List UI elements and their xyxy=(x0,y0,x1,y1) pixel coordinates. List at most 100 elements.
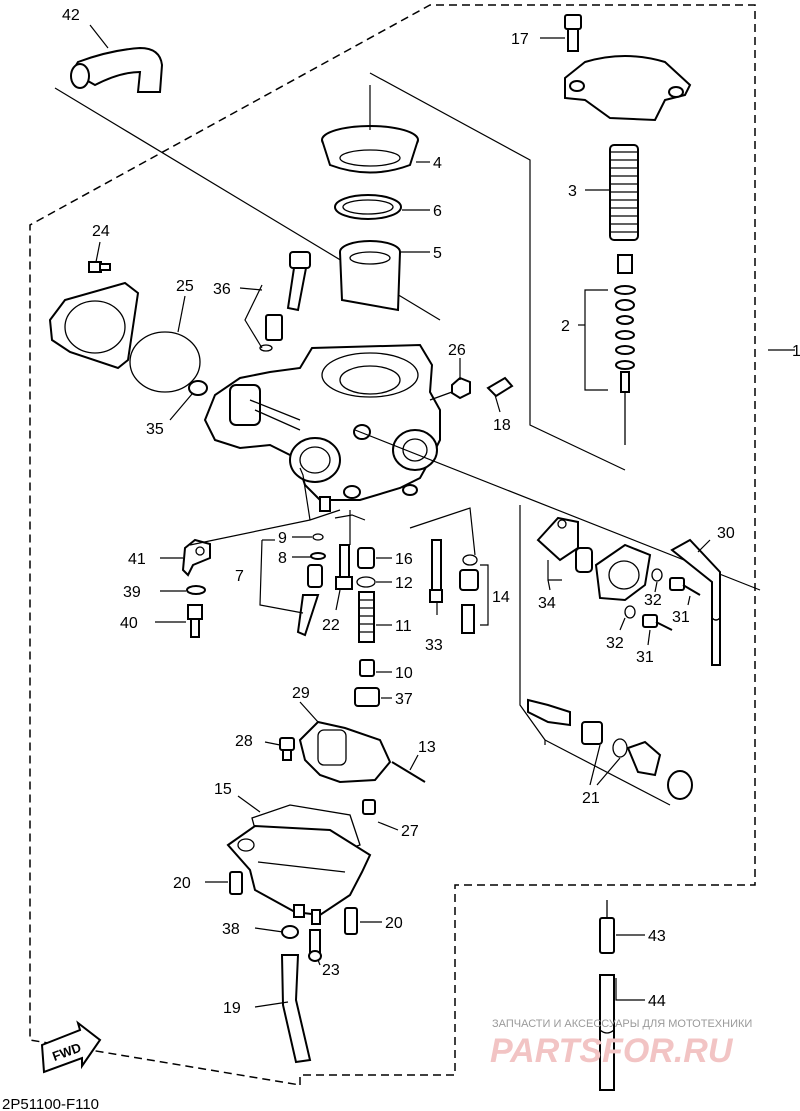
label-25: 25 xyxy=(176,278,194,295)
part-33-pin xyxy=(429,539,443,603)
part-18-screw xyxy=(486,376,514,398)
label-34: 34 xyxy=(538,595,556,612)
part-14-float-valve xyxy=(459,554,479,634)
part-8-washer xyxy=(310,552,326,560)
label-40: 40 xyxy=(120,615,138,632)
label-14: 14 xyxy=(492,589,510,606)
part-39-washer xyxy=(186,585,206,595)
part-9-o-ring xyxy=(312,533,324,541)
part-24-screw xyxy=(88,261,111,273)
label-29: 29 xyxy=(292,685,310,702)
part-2-needle-set xyxy=(614,254,636,445)
label-37: 37 xyxy=(395,691,413,708)
part-27-screw xyxy=(362,799,376,815)
label-19: 19 xyxy=(223,1000,241,1017)
part-20-screw-b xyxy=(344,907,358,935)
part-42-hose xyxy=(70,46,164,93)
label-16: 16 xyxy=(395,551,413,568)
part-4-diaphragm xyxy=(321,125,419,174)
label-44: 44 xyxy=(648,993,666,1010)
label-9: 9 xyxy=(278,530,287,547)
cover-plate xyxy=(48,281,140,370)
part-30-hose xyxy=(670,538,721,666)
label-18: 18 xyxy=(493,417,511,434)
label-2: 2 xyxy=(561,318,570,335)
part-41-bracket xyxy=(181,538,211,577)
part-32-washer-a xyxy=(651,568,663,582)
diagram-code: 2P51100-F110 xyxy=(2,1096,99,1111)
part-26-nut xyxy=(451,376,471,400)
label-35: 35 xyxy=(146,421,164,438)
fwd-arrow-icon: FWD xyxy=(40,1020,102,1074)
label-28: 28 xyxy=(235,733,253,750)
watermark-line2: PARTSFOR.RU xyxy=(490,1032,734,1070)
label-8: 8 xyxy=(278,550,287,567)
carburetor-body xyxy=(203,343,441,512)
label-3: 3 xyxy=(568,183,577,200)
diaphragm-cover xyxy=(594,543,652,602)
label-11: 11 xyxy=(395,618,412,635)
label-27: 27 xyxy=(401,823,419,840)
part-29-float xyxy=(298,720,392,784)
label-38: 38 xyxy=(222,921,240,938)
part-25-gasket xyxy=(129,331,201,393)
label-10: 10 xyxy=(395,665,413,682)
label-7: 7 xyxy=(235,568,244,585)
part-7-pilot-screw xyxy=(296,564,323,637)
label-6: 6 xyxy=(433,203,442,220)
part-20-screw-a xyxy=(229,871,243,895)
part-32-washer-b xyxy=(624,605,636,619)
part-5-piston-valve xyxy=(339,240,401,312)
top-cover xyxy=(564,55,692,122)
part-40-valve xyxy=(187,604,203,638)
part-44-hose xyxy=(599,974,615,1091)
label-32a: 32 xyxy=(644,592,662,609)
part-22-jet xyxy=(335,544,353,590)
label-31a: 31 xyxy=(672,609,690,626)
part-11-needle-jet xyxy=(358,591,375,643)
label-15: 15 xyxy=(214,781,232,798)
label-12: 12 xyxy=(395,575,413,592)
part-37-cap xyxy=(354,687,380,707)
label-30: 30 xyxy=(717,525,735,542)
label-36: 36 xyxy=(213,281,231,298)
part-21-adjuster xyxy=(527,698,693,800)
part-3-spring xyxy=(609,144,639,241)
label-31b: 31 xyxy=(636,649,654,666)
float-bowl xyxy=(226,824,372,925)
label-21: 21 xyxy=(582,790,600,807)
part-10-main-jet xyxy=(359,659,375,677)
part-17-screw xyxy=(564,14,582,52)
label-5: 5 xyxy=(433,245,442,262)
part-43-fitting xyxy=(599,900,615,954)
label-23: 23 xyxy=(322,962,340,979)
part-36-screw-spring xyxy=(259,251,311,352)
part-6-ring xyxy=(334,194,402,220)
label-33: 33 xyxy=(425,637,443,654)
label-43: 43 xyxy=(648,928,666,945)
label-20b: 20 xyxy=(385,915,403,932)
part-35-fitting xyxy=(188,380,208,396)
part-31-screw-b xyxy=(642,614,673,631)
label-24: 24 xyxy=(92,223,110,240)
part-23-drain-screw xyxy=(308,929,322,962)
label-26: 26 xyxy=(448,342,466,359)
part-13-pin xyxy=(391,761,426,783)
part-28-screw xyxy=(279,737,295,761)
label-4: 4 xyxy=(433,155,442,172)
label-17: 17 xyxy=(511,31,529,48)
label-13: 13 xyxy=(418,739,436,756)
part-12-o-ring xyxy=(356,576,376,588)
label-20a: 20 xyxy=(173,875,191,892)
part-34-cap-spring xyxy=(536,516,593,573)
label-22: 22 xyxy=(322,617,340,634)
part-38-clamp xyxy=(281,925,299,939)
watermark-line1: ЗАПЧАСТИ И АКСЕССУАРЫ ДЛЯ МОТОТЕХНИКИ xyxy=(492,1018,752,1030)
label-42: 42 xyxy=(62,7,80,24)
label-39: 39 xyxy=(123,584,141,601)
label-1: 1 xyxy=(792,343,800,360)
part-31-screw-a xyxy=(669,577,701,596)
part-19-drain-hose xyxy=(280,954,312,1064)
assembly-boundary xyxy=(29,4,756,1086)
